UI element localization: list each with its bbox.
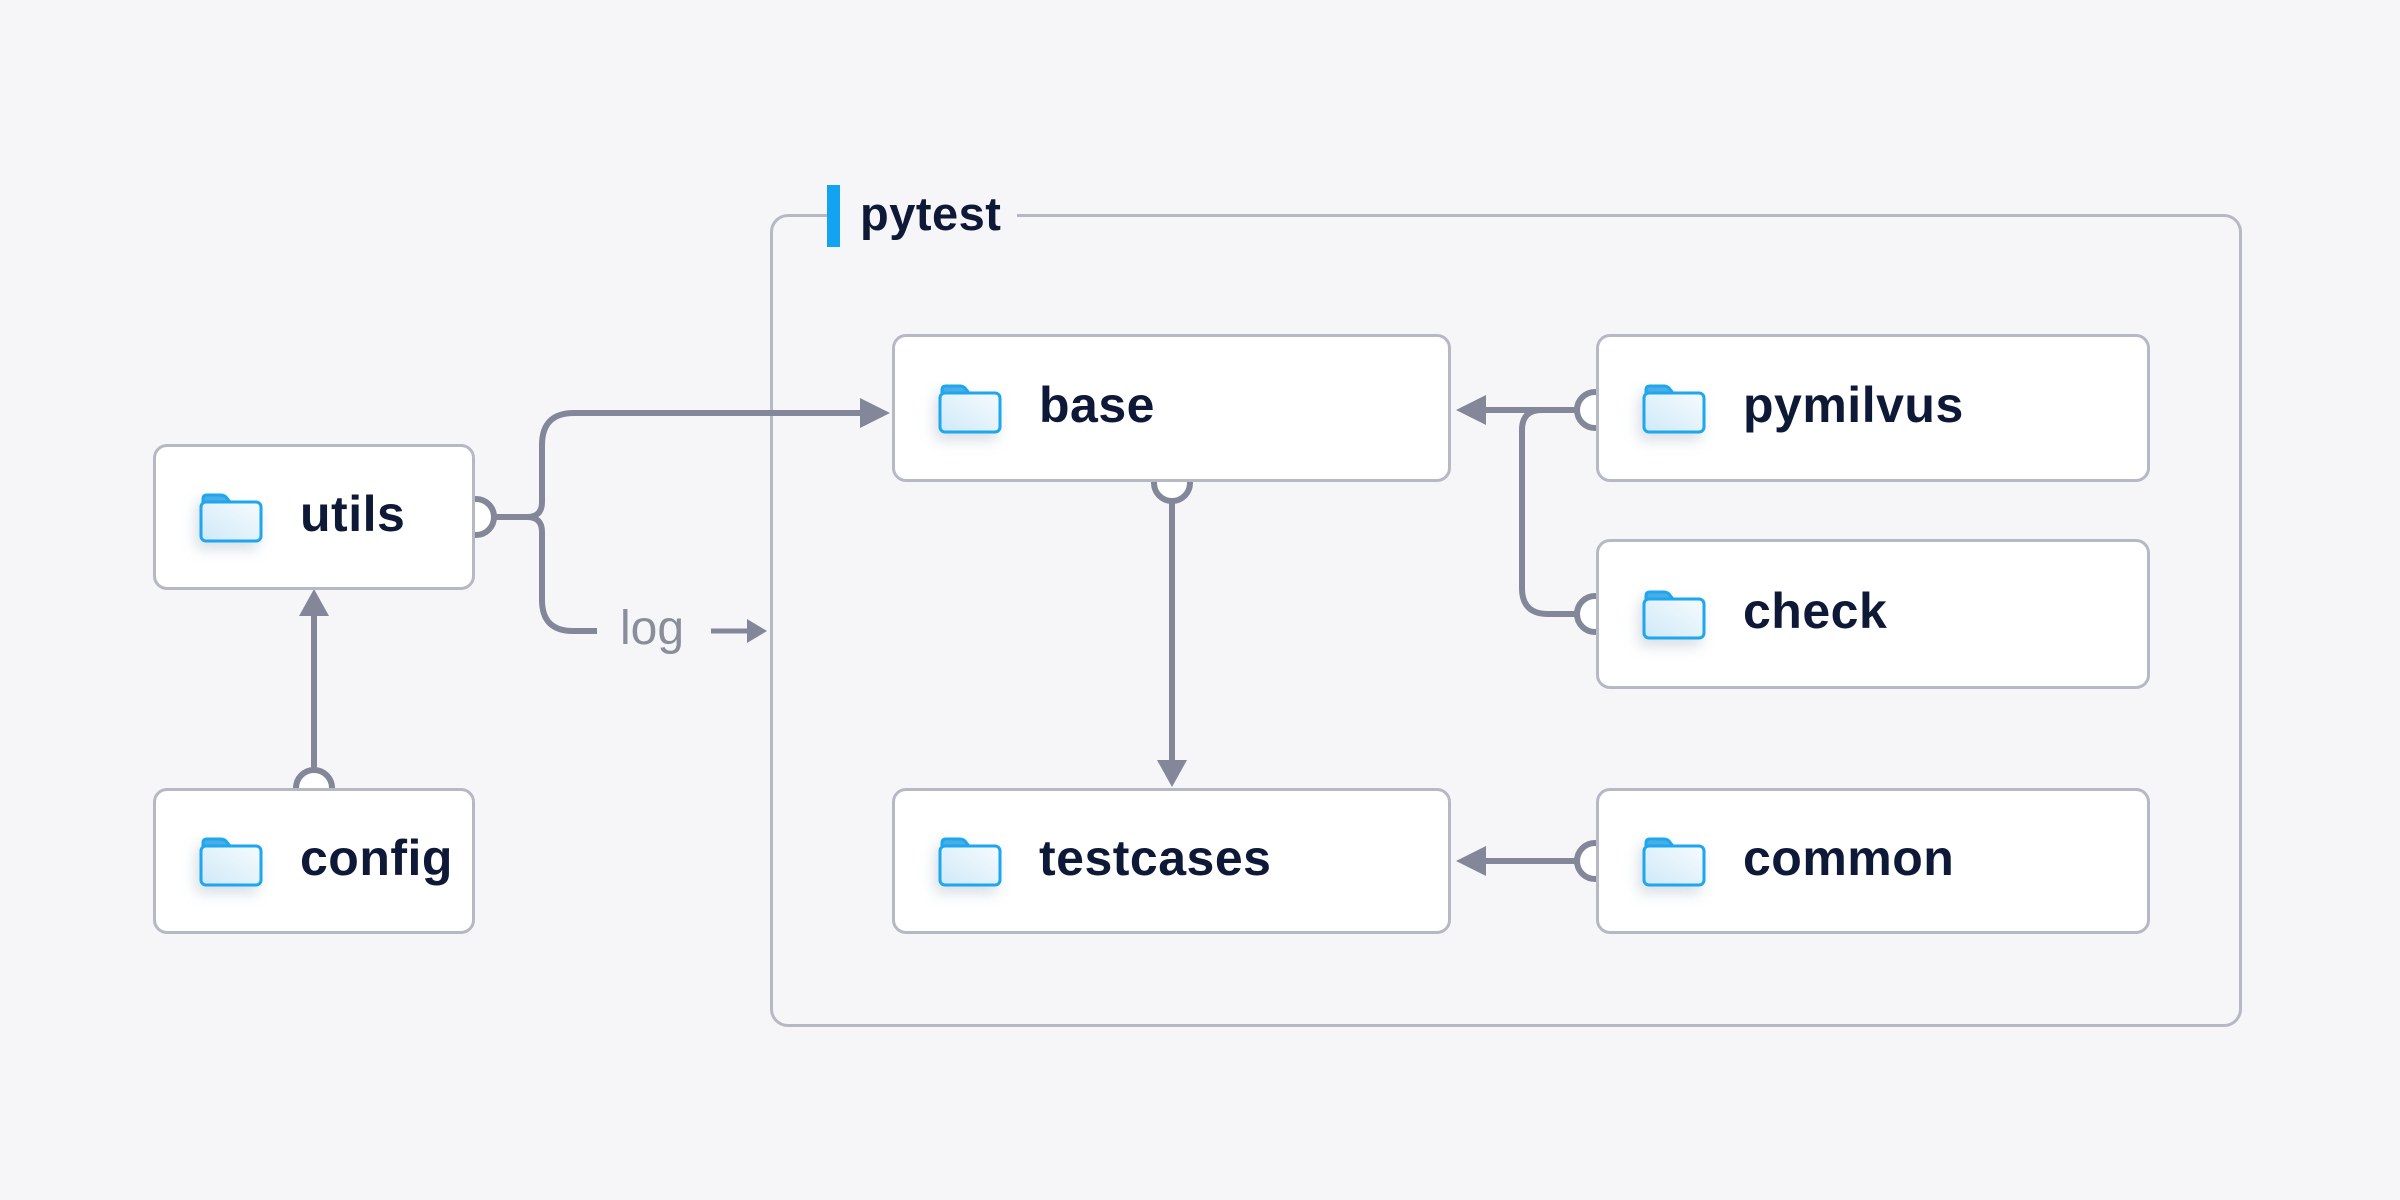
node-utils: utils (153, 444, 475, 590)
folder-icon (1642, 837, 1706, 887)
edge-config-utils (293, 589, 335, 809)
folder-icon (1642, 590, 1706, 640)
folder-icon (938, 384, 1002, 434)
node-config: config (153, 788, 475, 934)
pytest-group-title: pytest (860, 186, 1002, 240)
node-check: check (1596, 539, 2150, 689)
pytest-group-label: pytest (827, 184, 1018, 248)
node-label: common (1743, 830, 1955, 886)
node-label: testcases (1039, 830, 1272, 886)
accent-bar-icon (827, 185, 840, 247)
node-testcases: testcases (892, 788, 1451, 934)
node-pymilvus: pymilvus (1596, 334, 2150, 482)
node-base: base (892, 334, 1451, 482)
node-label: pymilvus (1743, 377, 1964, 433)
folder-icon (199, 493, 263, 543)
edge-label-log: log (619, 602, 685, 656)
folder-icon (1642, 384, 1706, 434)
folder-icon (938, 837, 1002, 887)
node-label: utils (300, 486, 406, 542)
node-label: config (300, 830, 453, 886)
pytest-group-container: pytest (770, 184, 2242, 1027)
node-common: common (1596, 788, 2150, 934)
node-label: base (1039, 377, 1155, 433)
node-label: check (1743, 583, 1888, 639)
folder-icon (199, 837, 263, 887)
